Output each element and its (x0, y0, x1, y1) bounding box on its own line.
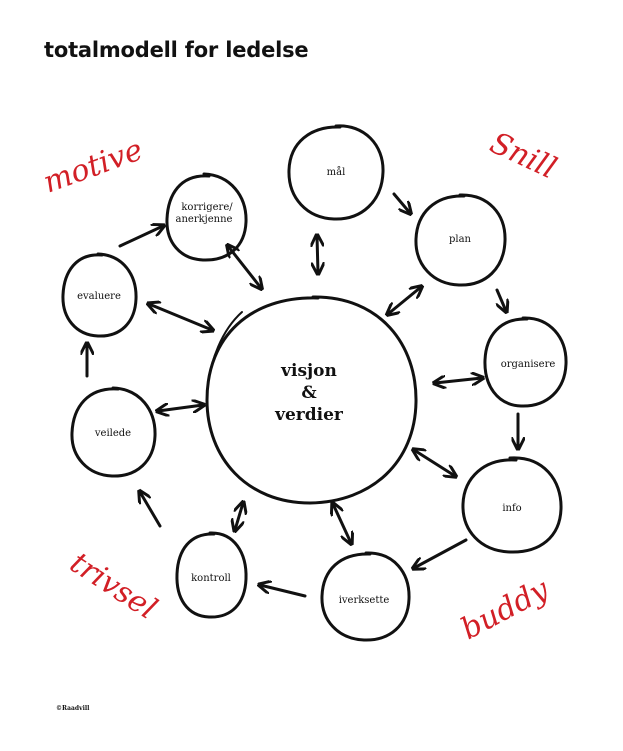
node-label-iverksette: iverksette (339, 595, 390, 606)
double-arrow-info-center (414, 450, 455, 476)
double-arrow-kontroll-center (235, 503, 243, 530)
node-circle-veilede (70, 386, 157, 478)
arrow-evaluere-to-korrigere (118, 226, 163, 248)
double-arrow-evaluere-center (149, 304, 212, 330)
double-arrow-organisere-center (435, 378, 482, 383)
copyright-mark: ©Raadvill (56, 705, 90, 712)
arrow-info-to-iverksette (414, 538, 468, 568)
node-label-plan: plan (449, 234, 472, 245)
node-label-organisere: organisere (501, 359, 556, 370)
note-trivsel: trivsel (64, 545, 163, 626)
arrow-plan-to-organisere (495, 288, 506, 311)
node-label-info: info (502, 503, 521, 514)
node-label-veilede: veilede (94, 428, 131, 439)
node-circle-iverksette (320, 551, 411, 642)
node-circle-korrigere (165, 172, 248, 262)
node-label-korrigere-line2: anerkjenne (176, 214, 233, 225)
node-label-evaluere: evaluere (77, 291, 121, 302)
node-circle-maal (287, 124, 385, 221)
arrow-iverksette-to-kontroll (260, 585, 307, 598)
arrow-maal-to-plan (392, 192, 410, 213)
double-arrow-korrigere-center (228, 246, 261, 288)
double-arrow-plan-center (388, 287, 421, 314)
note-buddy: buddy (455, 572, 555, 647)
double-arrow-maal-center (317, 236, 318, 273)
node-label-korrigere-line1: korrigere/ (181, 202, 233, 213)
page-title: totalmodell for ledelse (44, 38, 309, 62)
center-label-visjon: visjon (280, 361, 337, 381)
center-label-verdier: verdier (274, 405, 344, 425)
node-label-maal: mål (327, 166, 346, 178)
node-circle-info (461, 456, 563, 554)
note-snill: Snill (485, 126, 562, 187)
arrow-kontroll-to-veilede (140, 492, 162, 528)
center-label-ampersand: & (301, 383, 317, 403)
note-motive: motive (39, 132, 148, 200)
node-circle-organisere (483, 316, 568, 408)
node-circle-plan (414, 193, 507, 287)
double-arrow-veilede-center (158, 405, 203, 411)
double-arrow-iverksette-center (333, 504, 351, 543)
node-label-kontroll: kontroll (191, 573, 231, 584)
node-circle-kontroll (175, 531, 248, 619)
node-circle-evaluere (61, 252, 138, 338)
center-circle (205, 295, 418, 505)
